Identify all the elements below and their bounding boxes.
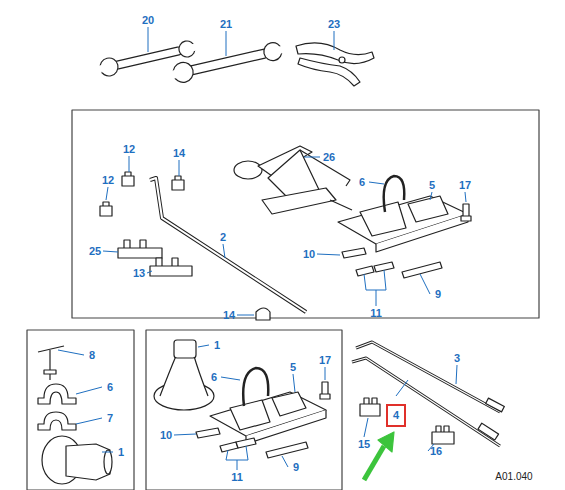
hold-down-bolt [38,346,64,380]
pad-strip [196,428,308,458]
callout-number: 9 [435,288,441,300]
callout-number: 6 [107,381,113,393]
callout-number: 6 [359,176,365,188]
callout-number: 1 [214,339,220,351]
callout-number: 14 [223,309,235,321]
wheel-brace [150,178,306,312]
callout-number: 8 [89,349,95,361]
callout-number: 6 [211,371,217,383]
callout-number: 7 [107,412,113,424]
wheel-cone [42,436,112,484]
callout-number: 2 [220,231,226,243]
figure-reference: A01.040 [495,471,532,483]
callout-number: 13 [133,267,145,279]
wrench [168,39,287,85]
callout-number: 1 [118,446,124,458]
clip [100,172,270,320]
callout-number: 20 [142,14,154,26]
tool-tray [210,368,326,444]
bolt [320,382,330,399]
panel-frame [146,330,342,490]
callout-number: 9 [293,461,299,473]
callout-number: 12 [102,174,114,186]
clip [360,398,454,444]
pointer-arrow [364,446,384,480]
callout-number: 10 [160,429,172,441]
callout-number: 23 [328,18,340,30]
highlight-box: 4 [386,404,406,427]
callout-number: 25 [89,245,101,257]
callout-number: 12 [123,143,135,155]
tool-tray [338,176,468,252]
pad-strip [342,248,442,278]
callout-number: 5 [429,179,435,191]
callout-number: 17 [319,354,331,366]
callout-number: 11 [231,471,243,483]
callout-number: 17 [459,179,471,191]
callout-number: 26 [323,151,335,163]
callout-number: 21 [220,18,232,30]
clamp [38,384,76,430]
callout-number: 5 [290,361,296,373]
leader-line [58,27,466,470]
callout-number: 16 [430,445,442,457]
callout-number: 3 [454,352,460,364]
callout-number: 14 [173,147,185,159]
callout-number: 11 [370,307,382,319]
extension-rod [352,342,504,446]
pointer-arrow [378,432,394,452]
callout-number: 10 [303,248,315,260]
callout-number: 15 [358,438,370,450]
pliers [296,43,374,86]
wheel-cone [154,340,214,410]
wheel-brace [150,178,306,312]
scissor-jack [234,146,352,214]
panel-frame [27,330,134,490]
callout-number: 4 [393,409,399,421]
bolt [461,204,471,221]
panel-frame [72,110,539,318]
